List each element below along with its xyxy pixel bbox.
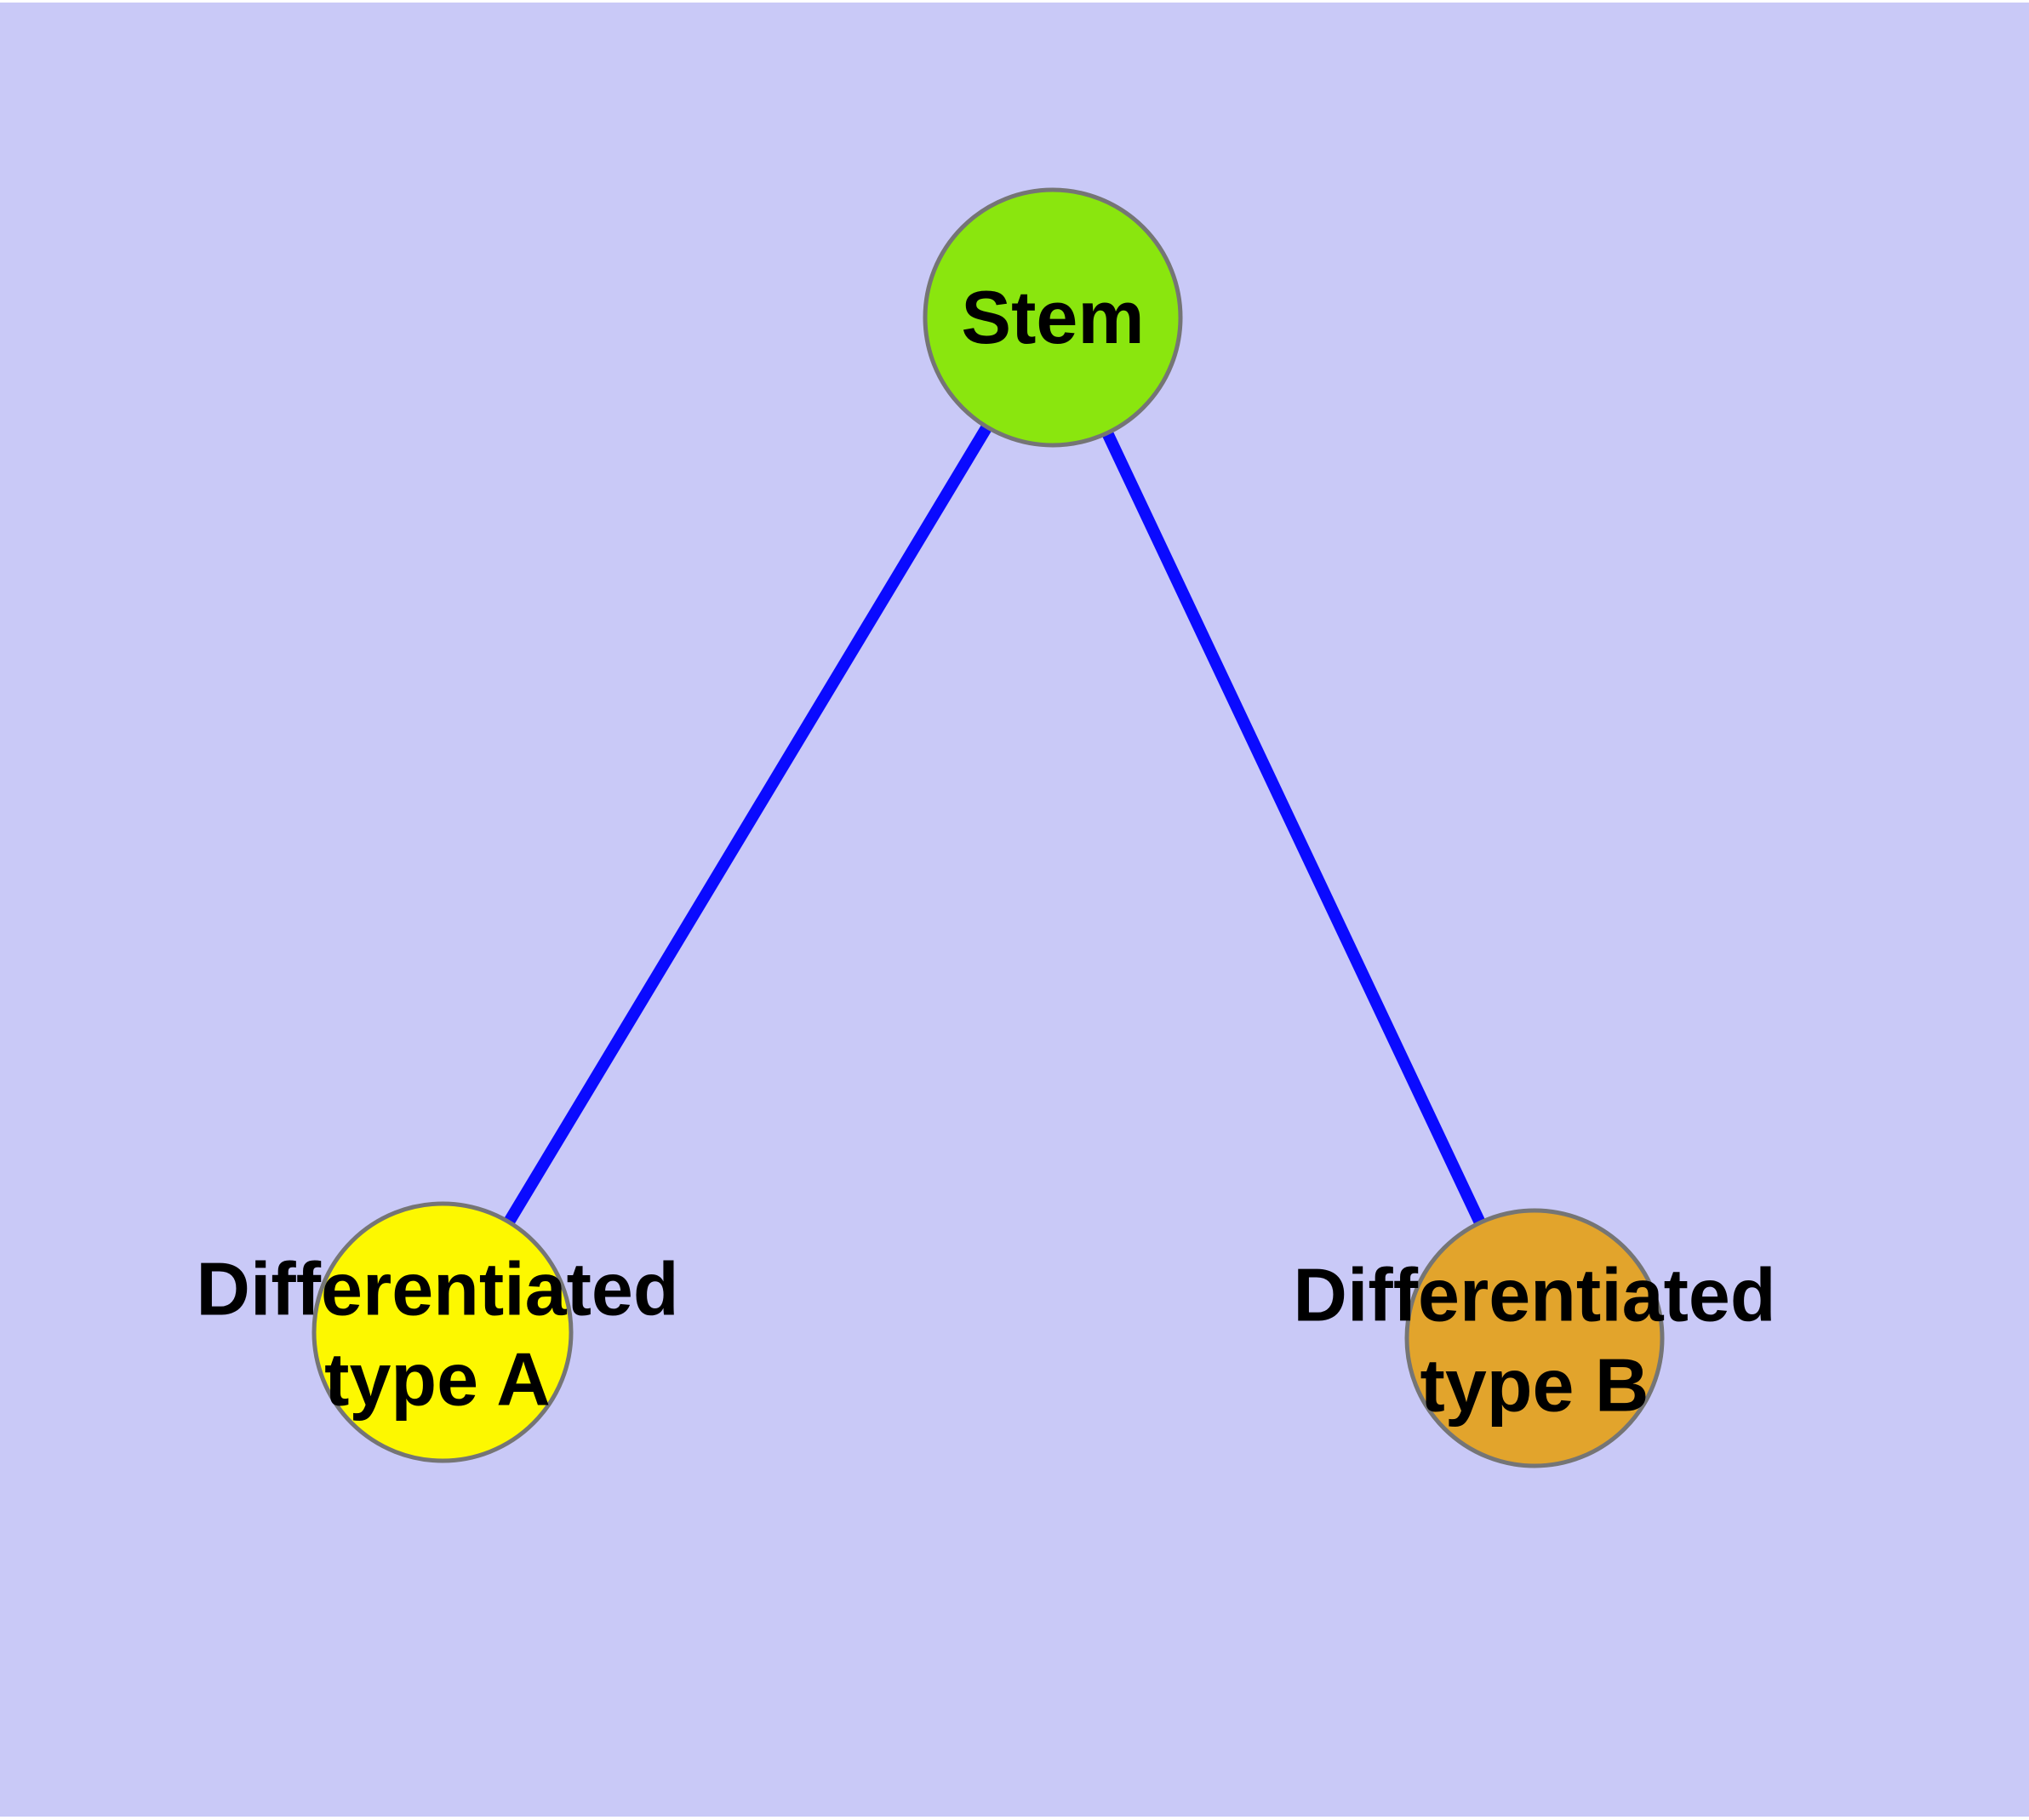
node-differentiated-a-label: Differentiated type A — [196, 1244, 678, 1423]
node-differentiated-a-circle — [311, 1201, 574, 1463]
node-differentiated-a-label-line2: type A — [324, 1336, 551, 1421]
node-differentiated-b-label-line2: type B — [1420, 1342, 1649, 1427]
node-stem-label-line: Stem — [961, 275, 1145, 360]
node-stem-label: Stem — [961, 272, 1144, 363]
node-differentiated-a-label-line1: Differentiated — [196, 1246, 679, 1331]
node-differentiated-b-circle — [1404, 1208, 1665, 1468]
edge-stem-to-differentiated-b — [1047, 315, 1540, 1341]
node-stem-circle — [923, 187, 1183, 448]
edge-stem-to-differentiated-a — [437, 314, 1058, 1336]
node-differentiated-b-label: Differentiated type B — [1293, 1250, 1775, 1429]
node-differentiated-b-label-line1: Differentiated — [1293, 1252, 1776, 1337]
